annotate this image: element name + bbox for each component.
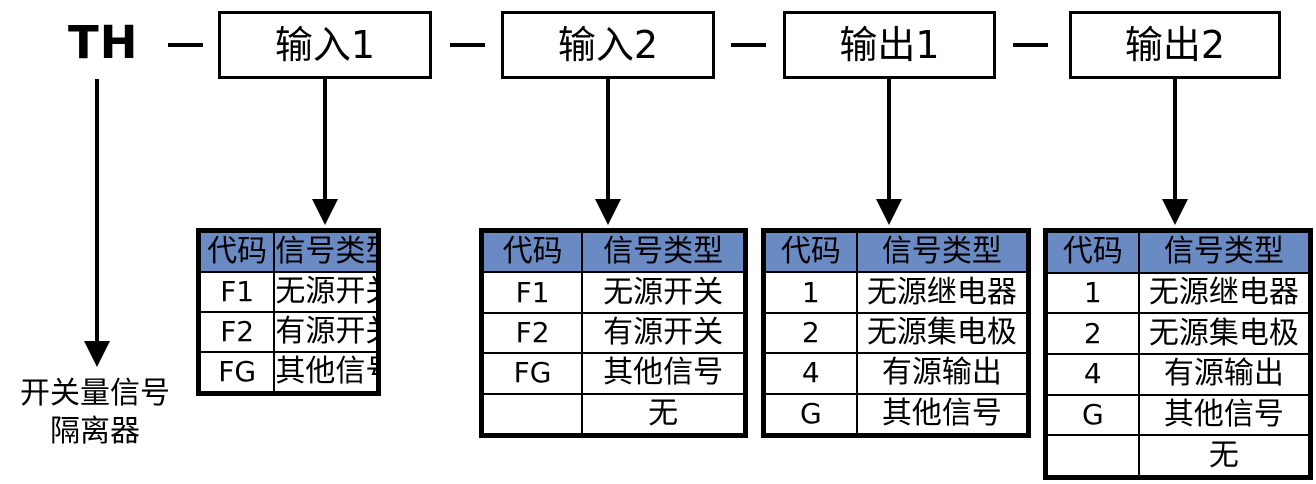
cell-code: 2: [1046, 312, 1140, 355]
table-row: 4 有源输出: [764, 352, 1029, 395]
segment-label-output2: 输出2: [1124, 23, 1226, 67]
connector-arrowhead-prefix: [84, 341, 110, 367]
cell-type: 有源开关: [581, 311, 745, 355]
model-prefix-label: TH: [68, 16, 139, 69]
input2-code-table: 代码 信号类型 F1 无源开关 F2 有源开关 FG 其他信号 无: [479, 228, 748, 438]
cell-type: 其他信号: [855, 392, 1029, 436]
cell-type: 无源集电极: [1137, 312, 1311, 355]
column-header-type: 信号类型: [273, 231, 378, 273]
column-header-type: 信号类型: [855, 230, 1029, 274]
output1-code-table: 代码 信号类型 1 无源继电器 2 无源集电极 4 有源输出 G 其他信号: [761, 228, 1031, 438]
table-header-row: 代码 信号类型: [1046, 231, 1311, 274]
cell-type: 其他信号: [581, 352, 745, 395]
connector-stem-output2: [1173, 79, 1177, 203]
connector-stem-input1: [323, 79, 327, 203]
cell-code: F1: [198, 271, 276, 313]
cell-code: F2: [198, 311, 276, 353]
cell-type: 无源开关: [273, 271, 378, 313]
cell-code: 4: [1046, 352, 1140, 396]
separator-dash-4: [1013, 43, 1048, 47]
segment-label-input1: 输入1: [274, 23, 376, 67]
connector-arrowhead-output1: [876, 199, 902, 225]
cell-type: 无源继电器: [855, 271, 1029, 314]
segment-label-output1: 输出1: [839, 23, 940, 67]
column-header-type: 信号类型: [1137, 231, 1311, 274]
cell-code: [481, 392, 584, 436]
table-row: 4 有源输出: [1046, 352, 1311, 396]
connector-arrowhead-output2: [1162, 199, 1188, 225]
cell-type: 无源继电器: [1137, 271, 1311, 315]
cell-code: F1: [481, 271, 584, 314]
column-header-code: 代码: [481, 230, 584, 274]
table-header-row: 代码 信号类型: [198, 231, 378, 273]
cell-type: 无: [1137, 434, 1311, 477]
column-header-code: 代码: [198, 231, 276, 273]
cell-code: FG: [198, 351, 276, 393]
cell-code: G: [1046, 393, 1140, 437]
cell-type: 有源开关: [273, 311, 378, 353]
segment-box-output2[interactable]: 输出2: [1069, 11, 1281, 79]
cell-type: 有源输出: [1137, 352, 1311, 396]
connector-stem-prefix: [95, 79, 99, 345]
table-row: G 其他信号: [764, 392, 1029, 436]
product-name-label: 开关量信号 隔离器: [0, 375, 190, 452]
table-row: F1 无源开关: [481, 271, 745, 314]
table-row: 无: [481, 392, 745, 436]
table-row: FG 其他信号: [198, 351, 378, 393]
table-row: 无: [1046, 434, 1311, 477]
separator-dash-2: [450, 43, 485, 47]
separator-dash-3: [731, 43, 766, 47]
connector-stem-output1: [887, 79, 891, 203]
segment-label-input2: 输入2: [557, 23, 659, 67]
connector-arrowhead-input2: [595, 199, 621, 225]
column-header-code: 代码: [1046, 231, 1140, 274]
table-row: F2 有源开关: [198, 311, 378, 353]
table-row: 2 无源集电极: [764, 311, 1029, 355]
cell-code: 2: [764, 311, 858, 355]
cell-type: 无: [581, 392, 745, 436]
product-name-line-2: 隔离器: [50, 414, 140, 450]
cell-code: 1: [764, 271, 858, 314]
table-row: 2 无源集电极: [1046, 312, 1311, 355]
table-header-row: 代码 信号类型: [764, 230, 1029, 274]
segment-box-input2[interactable]: 输入2: [501, 11, 715, 79]
cell-type: 无源开关: [581, 271, 745, 314]
cell-code: [1046, 434, 1140, 477]
output2-code-table: 代码 信号类型 1 无源继电器 2 无源集电极 4 有源输出 G 其他信号 无: [1043, 228, 1313, 480]
cell-code: 1: [1046, 271, 1140, 315]
connector-arrowhead-input1: [312, 199, 338, 225]
connector-stem-input2: [606, 79, 610, 203]
segment-box-input1[interactable]: 输入1: [218, 11, 432, 79]
product-name-line-1: 开关量信号: [20, 376, 170, 411]
table-header-row: 代码 信号类型: [481, 230, 745, 274]
segment-box-output1[interactable]: 输出1: [783, 11, 996, 79]
input1-code-table: 代码 信号类型 F1 无源开关 F2 有源开关 FG 其他信号: [196, 228, 381, 396]
cell-type: 其他信号: [273, 351, 378, 393]
cell-type: 无源集电极: [855, 311, 1029, 355]
cell-code: FG: [481, 352, 584, 395]
table-row: 1 无源继电器: [764, 271, 1029, 314]
cell-type: 有源输出: [855, 352, 1029, 395]
cell-code: 4: [764, 352, 858, 395]
column-header-type: 信号类型: [581, 230, 745, 274]
table-row: FG 其他信号: [481, 352, 745, 395]
table-row: F1 无源开关: [198, 271, 378, 313]
column-header-code: 代码: [764, 230, 858, 274]
table-row: F2 有源开关: [481, 311, 745, 355]
cell-code: F2: [481, 311, 584, 355]
table-row: G 其他信号: [1046, 393, 1311, 437]
separator-dash-1: [168, 43, 203, 47]
table-row: 1 无源继电器: [1046, 271, 1311, 315]
cell-type: 其他信号: [1137, 393, 1311, 437]
cell-code: G: [764, 392, 858, 436]
